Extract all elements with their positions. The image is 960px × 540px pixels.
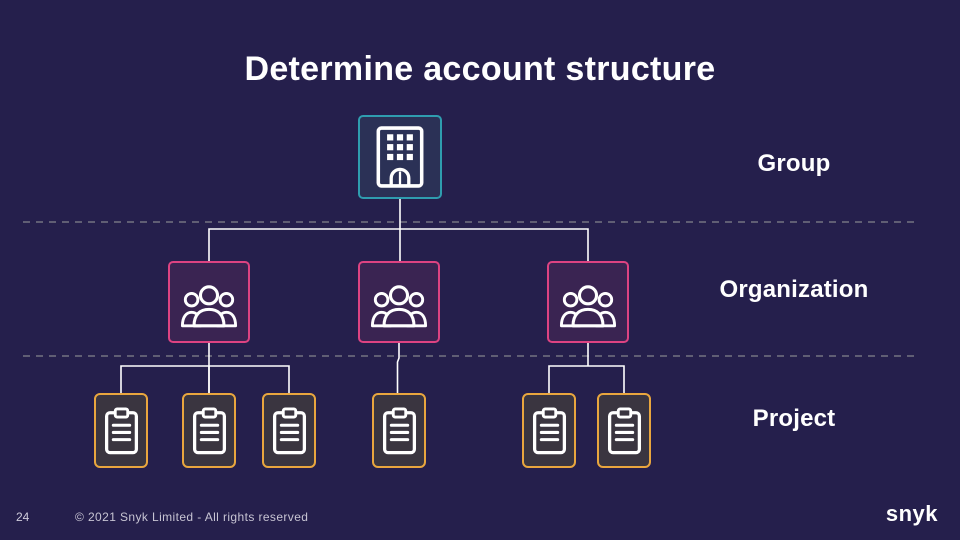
project-node	[597, 393, 651, 468]
level-label-project: Project	[752, 405, 836, 432]
organization-node	[168, 261, 250, 343]
snyk-logo: snyk	[885, 501, 938, 526]
organization-node	[358, 261, 440, 343]
copyright-text: © 2021 Snyk Limited - All rights reserve…	[75, 510, 309, 524]
page-number: 24	[16, 510, 30, 524]
level-label-organization: Organization	[719, 276, 869, 303]
clipboard-icon	[607, 406, 641, 454]
team-icon	[559, 284, 617, 327]
group-node	[358, 115, 442, 199]
organization-node	[547, 261, 629, 343]
project-node	[372, 393, 426, 468]
clipboard-icon	[382, 406, 416, 454]
clipboard-icon	[192, 406, 226, 454]
clipboard-icon	[272, 406, 306, 454]
project-node	[94, 393, 148, 468]
slide-title: Determine account structure	[244, 50, 716, 88]
building-icon	[376, 126, 424, 188]
clipboard-icon	[104, 406, 138, 454]
project-node	[262, 393, 316, 468]
project-node	[522, 393, 576, 468]
team-icon	[370, 284, 428, 327]
level-label-group: Group	[757, 150, 831, 177]
clipboard-icon	[532, 406, 566, 454]
project-node	[182, 393, 236, 468]
team-icon	[180, 284, 238, 327]
